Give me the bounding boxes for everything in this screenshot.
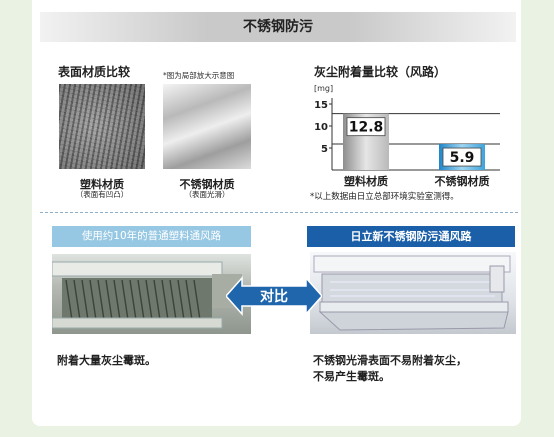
- surface-title: 表面材质比较: [58, 65, 131, 79]
- chart-footnote: *以上数据由日立总部环境实验室测得。: [310, 192, 459, 202]
- right-title-band: 日立新不锈钢防污通风路: [307, 226, 515, 247]
- value-label-box: [346, 117, 386, 137]
- left-description: 附着大量灰尘霉斑。: [57, 354, 156, 367]
- category-label: 塑料材质: [344, 174, 388, 188]
- plastic-sub-label: （表面有凹凸）: [75, 190, 129, 199]
- section-divider: [40, 212, 518, 213]
- left-title-band: 使用约10年的普通塑料通风路: [52, 226, 251, 247]
- category-label: 不锈钢材质: [435, 174, 490, 188]
- chart-title: 灰尘附着量比较（风路）: [314, 65, 447, 79]
- vs-arrow: 对比: [224, 276, 324, 316]
- surface-note: *图为局部放大示意图: [163, 71, 235, 80]
- chart-unit-label: [mg]: [314, 84, 334, 93]
- old-plastic-duct-image: [51, 254, 251, 334]
- content-panel: [32, 0, 521, 426]
- value-label: 5.9: [450, 150, 475, 166]
- new-steel-duct-image: [310, 252, 516, 334]
- y-tick-label: 10: [314, 122, 328, 133]
- plastic-label: 塑料材质: [80, 178, 124, 191]
- plastic-surface-image: [59, 84, 145, 169]
- section-header: 不锈钢防污: [40, 12, 516, 42]
- right-description-line2: 不易产生霉斑。: [313, 370, 390, 383]
- value-label-box: [442, 147, 482, 167]
- right-description-line1: 不锈钢光滑表面不易附着灰尘，: [313, 354, 467, 367]
- y-tick-label: 5: [321, 144, 328, 155]
- steel-label: 不锈钢材质: [179, 178, 235, 191]
- steel-surface-image: [163, 84, 251, 169]
- value-label: 12.8: [349, 120, 384, 136]
- steel-sub-label: （表面光滑）: [184, 190, 230, 199]
- vs-label: 对比: [260, 289, 288, 305]
- y-tick-label: 15: [314, 100, 328, 111]
